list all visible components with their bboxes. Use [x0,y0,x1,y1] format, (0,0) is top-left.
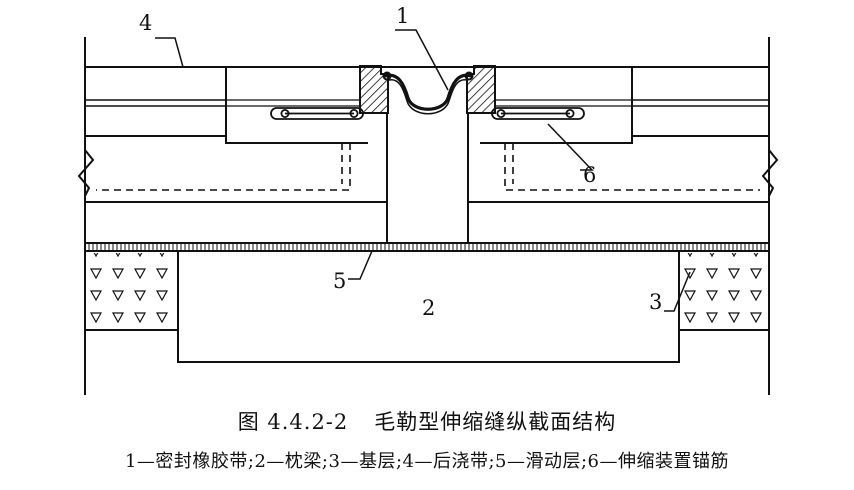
label-sealing-strip: 1 [396,4,409,28]
figure-caption-title: 图 4.4.2-2 毛勒型伸缩缝纵截面结构 [0,406,854,436]
expansion-joint-section-diagram: 4 1 6 5 3 2 [77,4,779,395]
figure-number: 图 4.4.2-2 [237,410,349,434]
label-sleeper-beam: 2 [422,296,435,320]
figure-title: 毛勒型伸缩缝纵截面结构 [374,410,617,434]
label-post-cast-strip: 4 [139,11,152,35]
label-base-course: 3 [649,290,662,314]
label-sliding-layer: 5 [333,269,346,293]
label-anchor-bars: 6 [583,163,596,187]
figure-legend: 1—密封橡胶带;2—枕梁;3—基层;4—后浇带;5—滑动层;6—伸缩装置锚筋 [124,451,730,472]
